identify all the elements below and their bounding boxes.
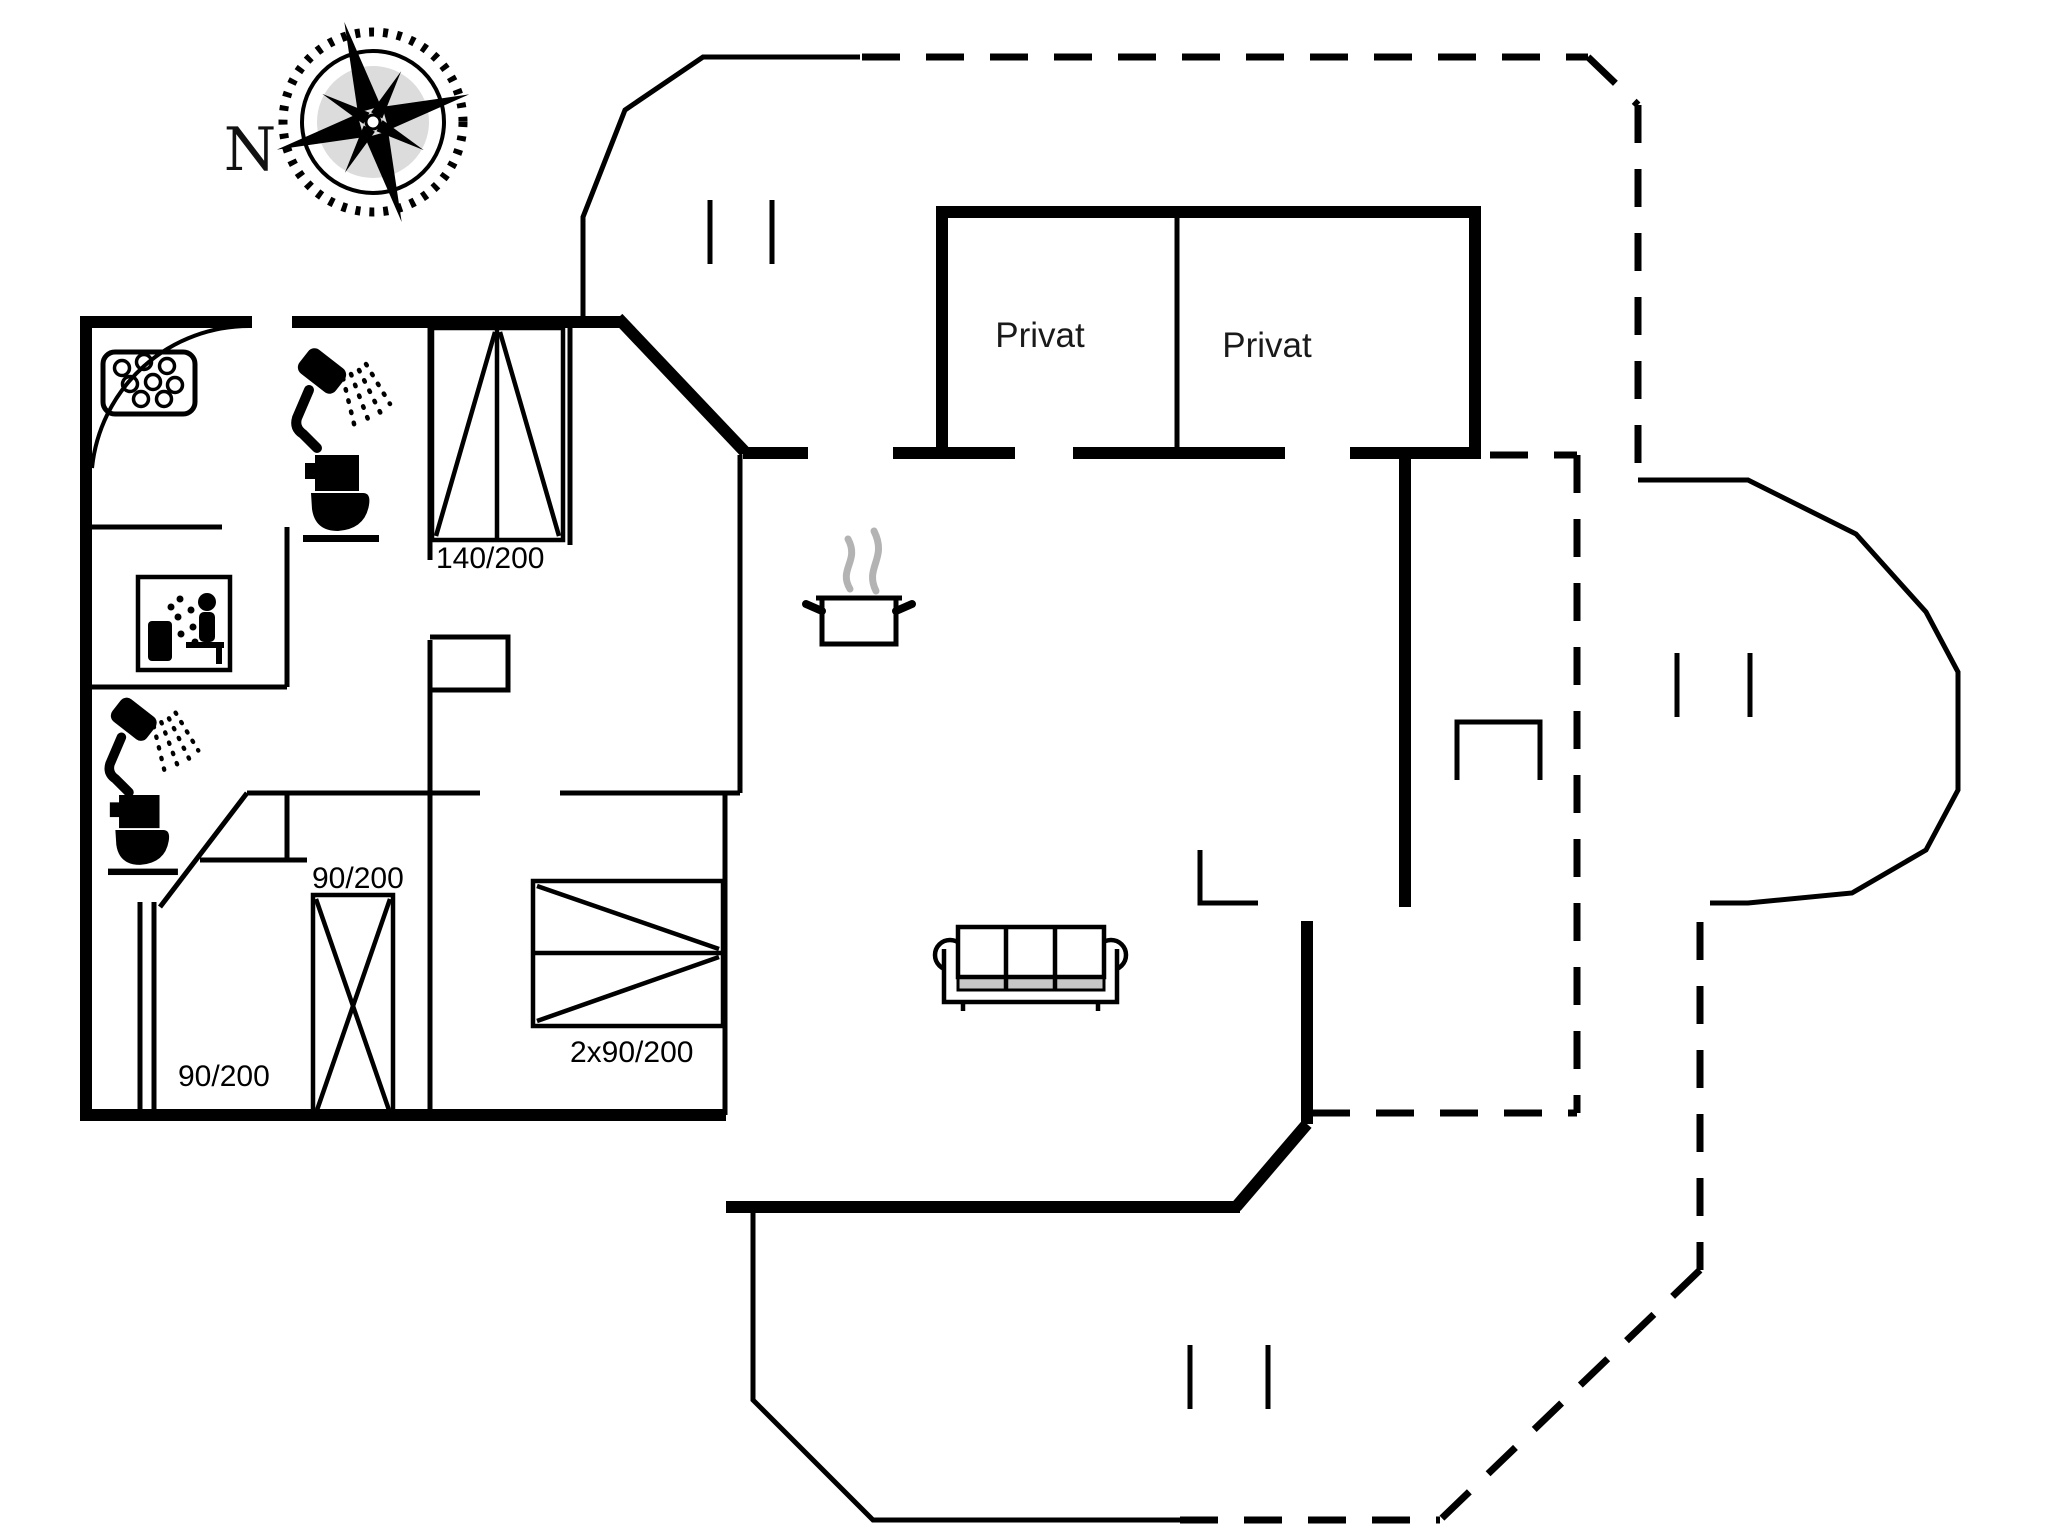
shower-icon <box>108 695 199 793</box>
toilet-icon <box>303 455 379 542</box>
terrace-niche <box>1454 719 1543 780</box>
interior-walls <box>90 212 1543 1115</box>
terrace-solid-edge <box>580 54 860 322</box>
compass-star <box>276 22 470 222</box>
bottom-terrace-outline <box>750 1212 1180 1523</box>
bed-single-90-vertical <box>310 892 396 1120</box>
top-terrace-outline <box>580 54 860 322</box>
sofa-icon <box>932 924 1129 1011</box>
terrace-dash-diagonal <box>1437 1267 1703 1523</box>
wall-living-diagonal <box>1231 1120 1312 1211</box>
bed-label-2x90-200: 2x90/200 <box>570 1036 693 1069</box>
shower-icon <box>295 345 390 448</box>
room-label-privat-2: Privat <box>1222 326 1312 365</box>
wall-bath2-diagonal <box>158 791 249 909</box>
terrace-dashed-right <box>1180 451 1704 1524</box>
bed-label-90-200-upper: 90/200 <box>312 862 404 895</box>
cooking-pot-icon <box>802 527 916 647</box>
room-label-privat-1: Privat <box>995 316 1085 355</box>
bed-label-90-200-lower: 90/200 <box>178 1060 270 1093</box>
toilet-icon <box>108 795 178 876</box>
hot-tub-icon <box>100 349 198 417</box>
steam-icon <box>842 527 882 595</box>
terrace-dashed-top <box>862 53 1642 465</box>
compass-gear-ring <box>278 27 468 217</box>
terrace-dash-corner <box>1585 54 1641 108</box>
north-label: N <box>224 115 277 185</box>
door-arc-icon <box>90 323 251 469</box>
wall-diagonal-entry <box>613 313 750 457</box>
bed-twin-2x90 <box>530 878 726 1029</box>
kitchen-alcove <box>1197 850 1258 906</box>
sauna-icon <box>135 574 233 673</box>
bed-double-140 <box>429 325 566 543</box>
compass-rose-icon: N <box>224 22 470 222</box>
compass-inner-ring <box>300 49 446 195</box>
closet-niche <box>430 634 511 693</box>
bed-label-140-200: 140/200 <box>436 542 544 575</box>
bottom-terrace-solid-edge <box>750 1212 1180 1523</box>
bay-window-outline <box>1638 477 1961 906</box>
